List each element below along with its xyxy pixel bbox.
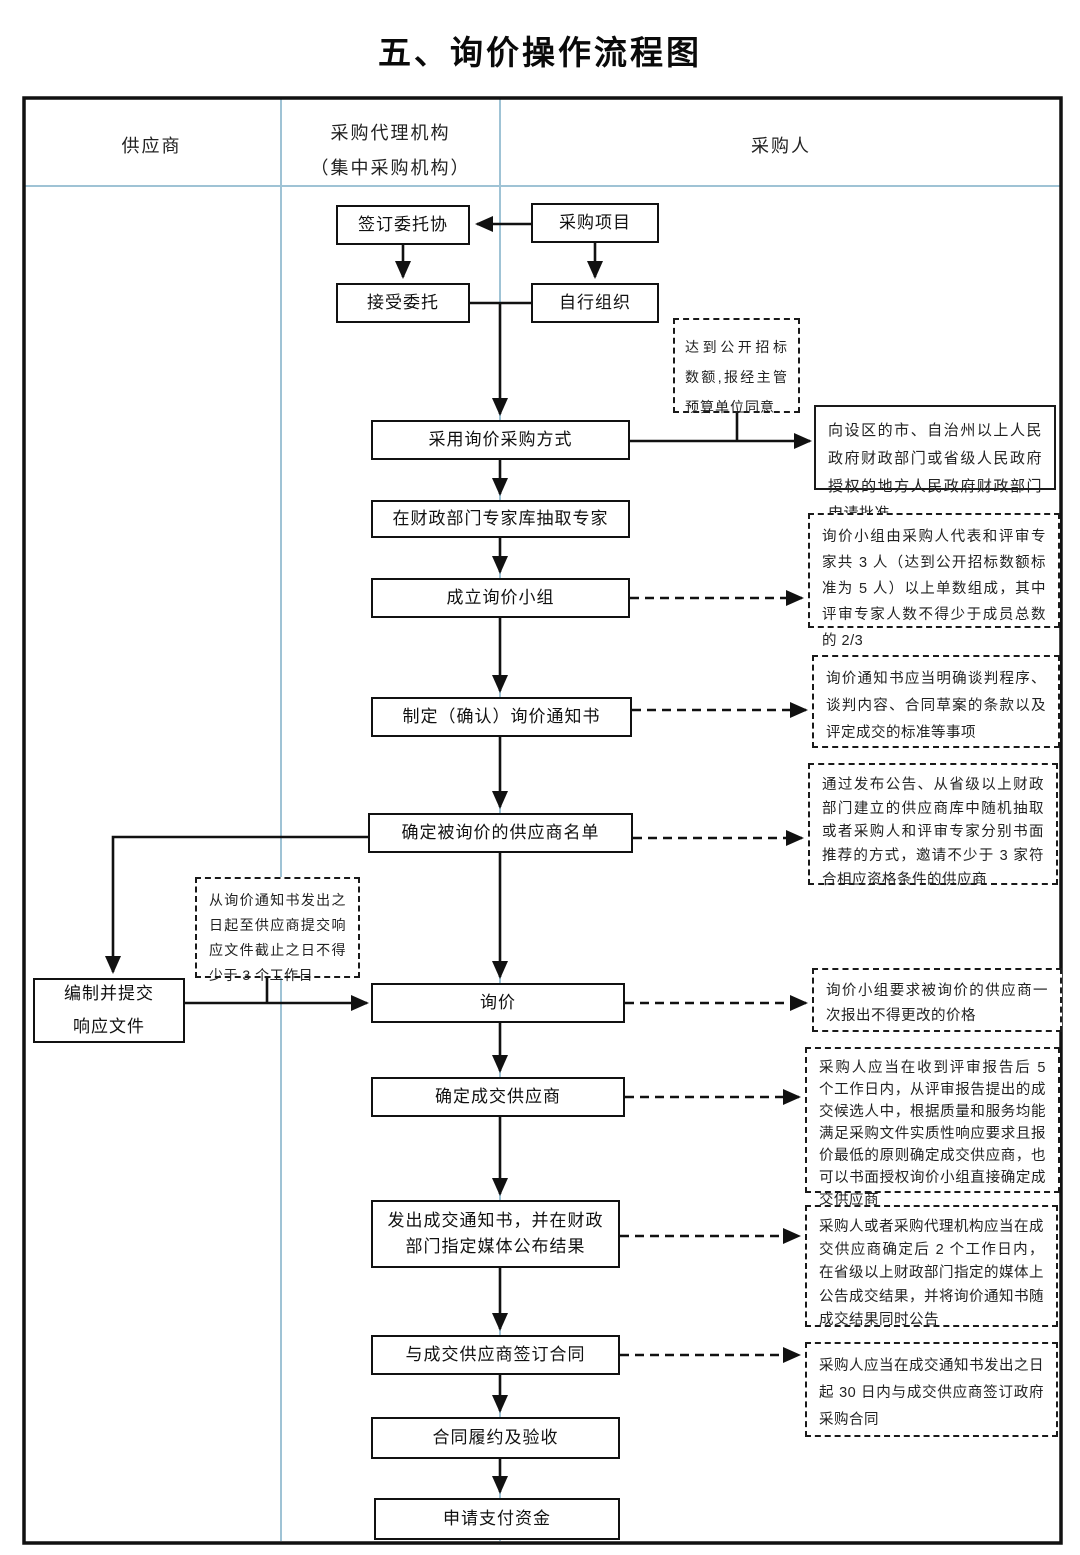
annotation-supplier-selection-method: 通过发布公告、从省级以上财政部门建立的供应商库中随机抽取或者采购人和评审专家分别… <box>808 763 1058 888</box>
node-self-organize: 自行组织 <box>531 283 659 323</box>
node-extract-experts: 在财政部门专家库抽取专家 <box>371 500 630 538</box>
annotation-one-time-quote: 询价小组要求被询价的供应商一次报出不得更改的价格 <box>812 968 1062 1032</box>
lane-header-agency-line1: 采购代理机构 <box>330 123 451 143</box>
node-issue-deal-notice: 发出成交通知书，并在财政部门指定媒体公布结果 <box>371 1200 620 1268</box>
node-contract-performance: 合同履约及验收 <box>371 1417 620 1459</box>
node-inquiry: 询价 <box>371 983 625 1023</box>
dashed-connectors <box>620 590 808 1363</box>
annotation-contract-within-30-days: 采购人应当在成交通知书发出之日起 30 日内与成交供应商签订政府采购合同 <box>805 1342 1058 1437</box>
node-make-inquiry-notice: 制定（确认）询价通知书 <box>371 697 632 737</box>
lane-header-agency-line2: （集中采购机构） <box>310 158 471 179</box>
node-adopt-inquiry-method: 采用询价采购方式 <box>371 420 630 460</box>
node-sign-deal-contract: 与成交供应商签订合同 <box>371 1335 620 1375</box>
node-accept-entrustment: 接受委托 <box>336 283 470 323</box>
lane-header-agency: 采购代理机构 （集中采购机构） <box>281 116 500 186</box>
annotation-inquiry-group-composition: 询价小组由采购人代表和评审专家共 3 人（达到公开招标数额标准为 5 人）以上单… <box>808 513 1060 649</box>
node-procurement-project: 采购项目 <box>531 203 659 243</box>
page-title: 五、询价操作流程图 <box>378 36 702 72</box>
node-determine-supplier-list: 确定被询价的供应商名单 <box>368 813 633 853</box>
annotation-open-tender-threshold: 达到公开招标数额,报经主管预算单位同意 <box>673 318 800 415</box>
node-apply-payment: 申请支付资金 <box>374 1498 620 1540</box>
annotation-deal-determination-rule: 采购人应当在收到评审报告后 5 个工作日内，从评审报告提出的成交候选人中，根据质… <box>805 1047 1060 1208</box>
node-prepare-response: 编制并提交 响应文件 <box>33 978 185 1043</box>
annotation-response-deadline: 从询价通知书发出之日起至供应商提交响应文件截止之日不得少于 3 个工作日 <box>195 877 360 983</box>
node-sign-agreement: 签订委托协 <box>336 205 470 245</box>
annotation-apply-for-approval: 向设区的市、自治州以上人民政府财政部门或省级人民政府授权的地方人民政府财政部门申… <box>814 405 1056 522</box>
node-prepare-response-line2: 响应文件 <box>73 1016 145 1036</box>
node-determine-deal-supplier: 确定成交供应商 <box>371 1077 625 1117</box>
node-form-inquiry-group: 成立询价小组 <box>371 578 630 618</box>
annotation-result-announcement: 采购人或者采购代理机构应当在成交供应商确定后 2 个工作日内，在省级以上财政部门… <box>805 1205 1058 1328</box>
node-prepare-response-line1: 编制并提交 <box>64 984 154 1004</box>
lane-header-purchaser: 采购人 <box>751 136 811 156</box>
annotation-notice-requirements: 询价通知书应当明确谈判程序、谈判内容、合同草案的条款以及评定成交的标准等事项 <box>812 655 1060 748</box>
lane-header-supplier: 供应商 <box>121 136 182 156</box>
